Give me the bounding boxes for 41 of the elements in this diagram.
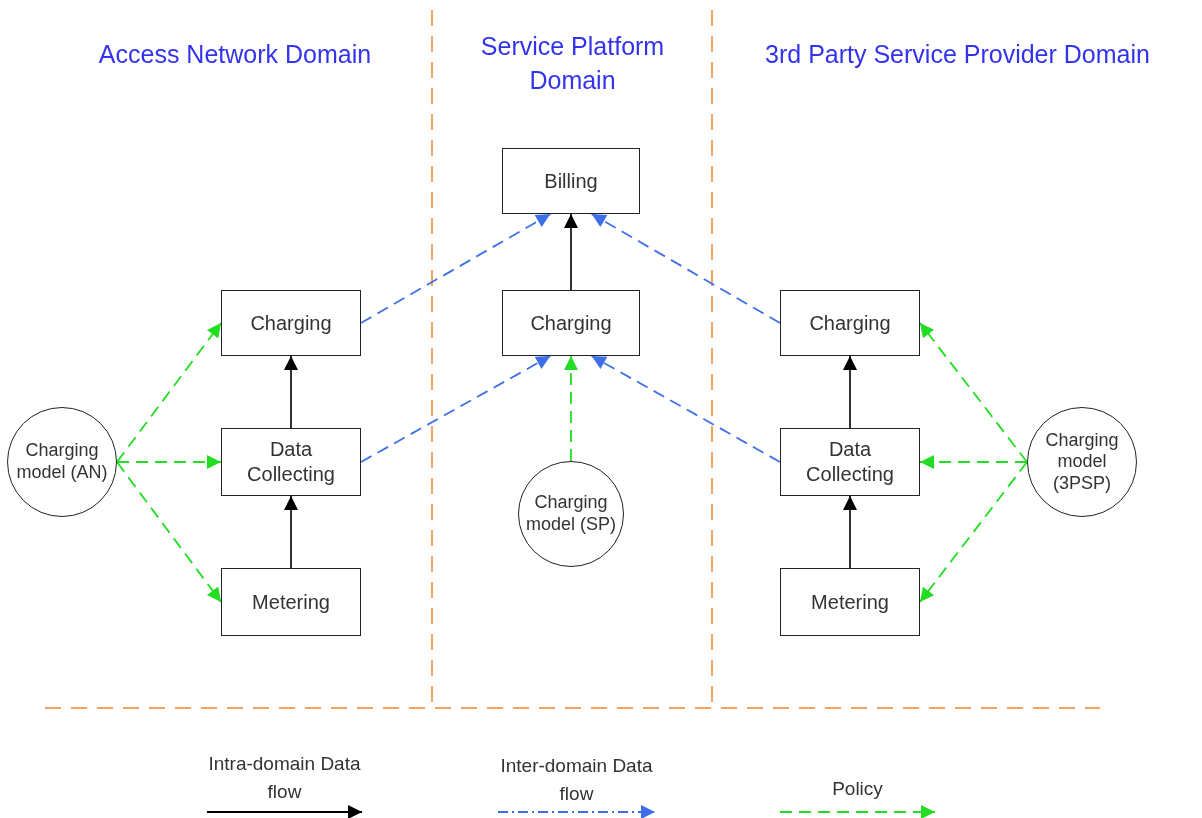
arrow [116, 455, 222, 469]
arrow [360, 355, 552, 463]
node-label: Charging [249, 310, 333, 336]
node-label: Metering [251, 589, 331, 615]
node-label: Data Collecting [246, 437, 336, 487]
node-label: Metering [810, 589, 890, 615]
process-box [502, 290, 640, 356]
node-label: Charging model (3PSP) [1044, 429, 1120, 495]
arrow [116, 322, 222, 463]
node-label: Charging model (SP) [525, 492, 617, 536]
node-label: Data Collecting [805, 437, 895, 487]
process-box [502, 148, 640, 214]
domain-title: Access Network Domain [97, 39, 373, 70]
arrow [919, 461, 1028, 603]
arrow [843, 355, 857, 429]
process-box [780, 568, 920, 636]
arrow [564, 355, 578, 462]
process-box [221, 290, 361, 356]
arrow [590, 213, 781, 324]
process-box [780, 428, 920, 496]
arrow [116, 461, 222, 603]
arrow [590, 355, 781, 463]
legend-label: Policy [831, 777, 884, 801]
arrow [360, 213, 552, 324]
arrow [564, 213, 578, 291]
node-label: Charging [808, 310, 892, 336]
process-box [221, 428, 361, 496]
legend-label: Intra-domain Data flow [207, 752, 362, 804]
domain-title: Service Platform Domain [479, 31, 666, 96]
legend-label: Inter-domain Data flow [499, 754, 654, 806]
node-label: Billing [543, 168, 599, 194]
process-box [221, 568, 361, 636]
domain-title: 3rd Party Service Provider Domain [764, 39, 1151, 70]
arrow [284, 355, 298, 429]
arrow [843, 495, 857, 569]
node-label: Charging model (AN) [15, 440, 109, 484]
arrow [919, 455, 1028, 469]
process-box [780, 290, 920, 356]
node-label: Charging [529, 310, 613, 336]
arrow [284, 495, 298, 569]
arrow [919, 322, 1028, 463]
